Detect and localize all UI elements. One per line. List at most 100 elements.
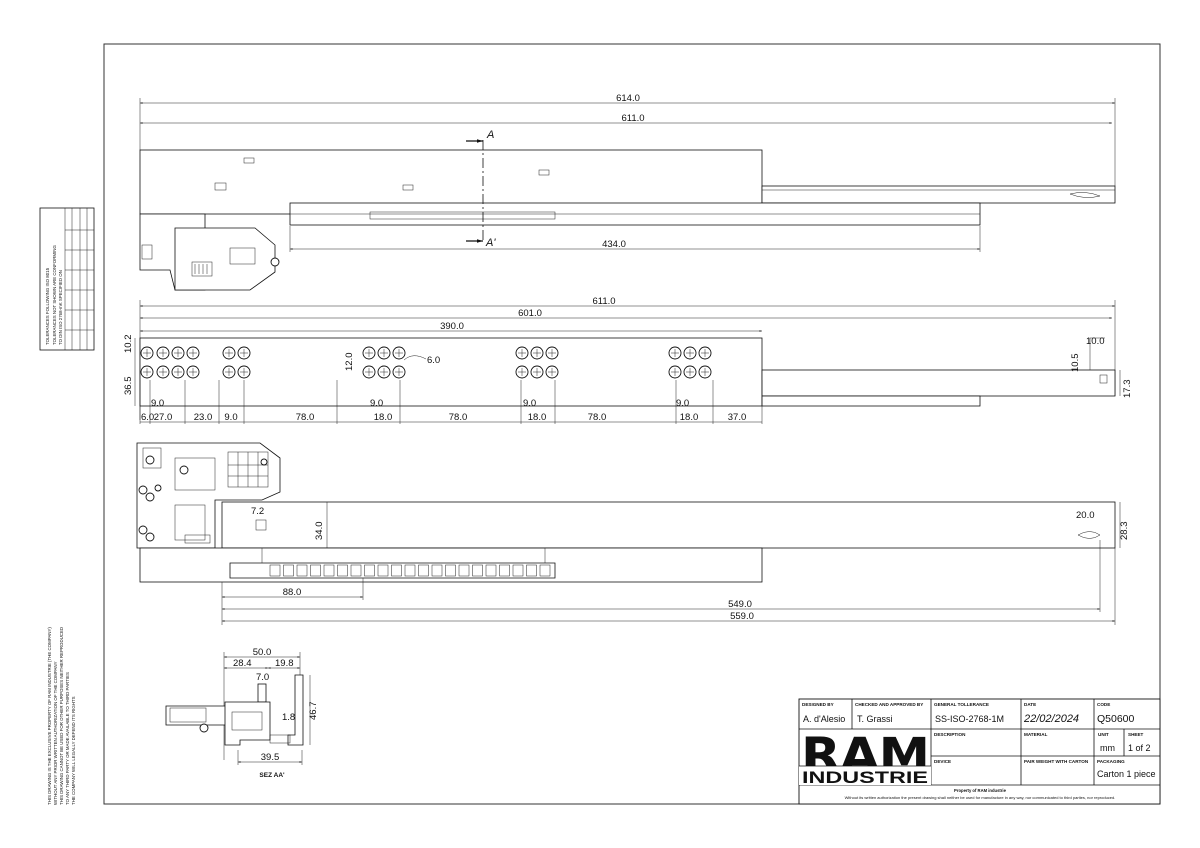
dim-bottom-28-3: 28.3 [1119, 522, 1130, 541]
tolerance-note-title: TOLERANCES FOLLOWING ISO 8015 [45, 267, 50, 345]
rack-tooth [458, 564, 470, 577]
rack-tooth [499, 564, 510, 577]
dim-bottom-7-2: 7.2 [251, 506, 264, 517]
notice-line: Without its written authorization the pr… [845, 795, 1116, 800]
dim-pitch-bottom: 9.0 [224, 412, 237, 423]
rack-tooth [418, 564, 429, 577]
drawing-border [103, 43, 1161, 805]
tolerance-label: GENERAL TOLLERANCE [934, 702, 989, 707]
tolerance-note-1: TOLERANCES NOT SHOWN ARE CONFORMING [52, 245, 57, 345]
dim-side-10-2: 10.2 [123, 335, 134, 354]
logo-industrie: INDUSTRIE [802, 768, 928, 787]
top-view: 614.0 611.0 A A' [139, 93, 1116, 291]
dim-pitch-bottom: 27.0 [154, 412, 173, 423]
dim-pitch-c: 9.0 [523, 398, 536, 409]
rack-tooth [391, 564, 402, 577]
rack-tooth [512, 564, 524, 577]
dim-bottom-34: 34.0 [314, 522, 325, 541]
dim-sec-46-7: 46.7 [308, 702, 319, 721]
dim-sec-50: 50.0 [253, 647, 272, 658]
rack-tooth [337, 564, 348, 577]
dim-pitch-b: 9.0 [370, 398, 383, 409]
tolerance-value: SS-ISO-2768-1M [935, 714, 1004, 724]
company-logo: RAM INDUSTRIE [799, 728, 931, 787]
section-a-prime-label: A' [485, 237, 496, 249]
unit-value: mm [1100, 743, 1115, 753]
dim-sec-1-8: 1.8 [282, 712, 295, 723]
sheet-value: 1 of 2 [1128, 743, 1151, 753]
tolerance-note-box: TOLERANCES FOLLOWING ISO 8015 TOLERANCES… [39, 207, 95, 351]
title-block: DESIGNED BY A. d'Alesio CHECKED AND APPR… [798, 698, 1161, 805]
dim-top-overall: 614.0 [616, 93, 640, 104]
dim-hole-diameter: 6.0 [427, 355, 440, 366]
dim-pitch-d: 9.0 [676, 398, 689, 409]
dim-side-length: 601.0 [518, 308, 542, 319]
dim-side-36-5: 36.5 [123, 377, 134, 396]
dim-pitch-a: 9.0 [151, 398, 164, 409]
legal-note-3: THIS DRAWING CANNOT BE USED FOR OTHER PU… [59, 627, 64, 805]
dim-pitch-bottom: 18.0 [680, 412, 699, 423]
rack-tooth [323, 564, 335, 577]
rack-tooth [350, 564, 362, 577]
property-line: Property of RAM industrie [954, 788, 1007, 793]
sheet-label: SHEET [1128, 732, 1144, 737]
rack-tooth [310, 564, 321, 577]
rack-tooth [445, 564, 456, 577]
rack-tooth [269, 564, 281, 577]
legal-note-4: TO ANY THIRD PARTY OR MADE AVAILABLE TO … [65, 672, 70, 805]
rack-tooth [283, 564, 294, 577]
dim-side-overall: 611.0 [592, 296, 615, 307]
rack-tooth [364, 564, 375, 577]
legal-note-1: THIS DRAWING IS THE EXCLUSIVE PROPERTY O… [47, 627, 52, 805]
code-value: Q50600 [1097, 713, 1135, 725]
material-label: MATERIAL [1024, 732, 1048, 737]
dim-side-10-5: 10.5 [1070, 354, 1081, 373]
dim-pitch-bottom: 6.0 [141, 412, 154, 423]
dim-pitch-bottom: 78.0 [449, 412, 468, 423]
dim-sec-39-5: 39.5 [261, 752, 280, 763]
description-label: DESCRIPTION [934, 732, 966, 737]
legal-note: THIS DRAWING IS THE EXCLUSIVE PROPERTY O… [47, 627, 76, 805]
section-a-label: A [486, 129, 494, 141]
dim-bottom-88: 88.0 [283, 587, 302, 598]
rack-tooth [404, 564, 416, 577]
dim-side-12: 12.0 [344, 353, 355, 372]
rack-tooth [526, 564, 537, 577]
code-label: CODE [1097, 702, 1110, 707]
dim-sec-28-4: 28.4 [233, 658, 252, 669]
tolerance-note-2: TO DIN ISO 2768-mK SPECIFIED ON [58, 270, 63, 345]
rack-tooth [472, 564, 483, 577]
dim-top-body: 611.0 [621, 113, 644, 124]
date-value: 22/02/2024 [1023, 713, 1079, 725]
packaging-label: PACKAGING [1097, 759, 1125, 764]
legal-note-5: THE COMPANY WILL LEGALLY DEFEND ITS RIGH… [71, 696, 76, 805]
legal-note-2: WITHOUT ANY PRIOR WRITTEN AUTHORIZATION … [53, 661, 58, 805]
dim-side-17-3: 17.3 [1122, 380, 1133, 399]
rack-teeth [269, 564, 551, 577]
rack-tooth [377, 564, 389, 577]
dim-bottom-549: 549.0 [728, 599, 752, 610]
section-view: 50.0 28.4 19.8 7.0 1.8 46.7 39.5 SEZ AA' [165, 647, 319, 779]
checked-label: CHECKED AND APPROVED BY [855, 702, 923, 707]
device-label: DEVICE [934, 759, 951, 764]
rack-tooth [431, 564, 443, 577]
dim-sec-7: 7.0 [256, 672, 269, 683]
dim-side-390: 390.0 [440, 321, 464, 332]
dim-pitch-bottom: 37.0 [728, 412, 747, 423]
weight-label: PAIR WEIGHT WITH CARTON [1024, 759, 1089, 764]
designed-by-value: A. d'Alesio [803, 714, 845, 724]
dim-pitch-bottom: 78.0 [296, 412, 315, 423]
dim-pitch-bottom: 78.0 [588, 412, 607, 423]
dim-bottom-559: 559.0 [730, 611, 754, 622]
dim-pitch-bottom: 18.0 [528, 412, 547, 423]
dim-pitch-bottom: 23.0 [194, 412, 213, 423]
packaging-value: Carton 1 piece [1097, 769, 1156, 779]
hole-pattern [140, 346, 712, 379]
dim-pitch-bottom: 18.0 [374, 412, 393, 423]
rack-tooth [485, 564, 497, 577]
dim-bottom-20: 20.0 [1076, 510, 1095, 521]
rack-tooth [296, 564, 308, 577]
section-caption: SEZ AA' [259, 772, 285, 779]
